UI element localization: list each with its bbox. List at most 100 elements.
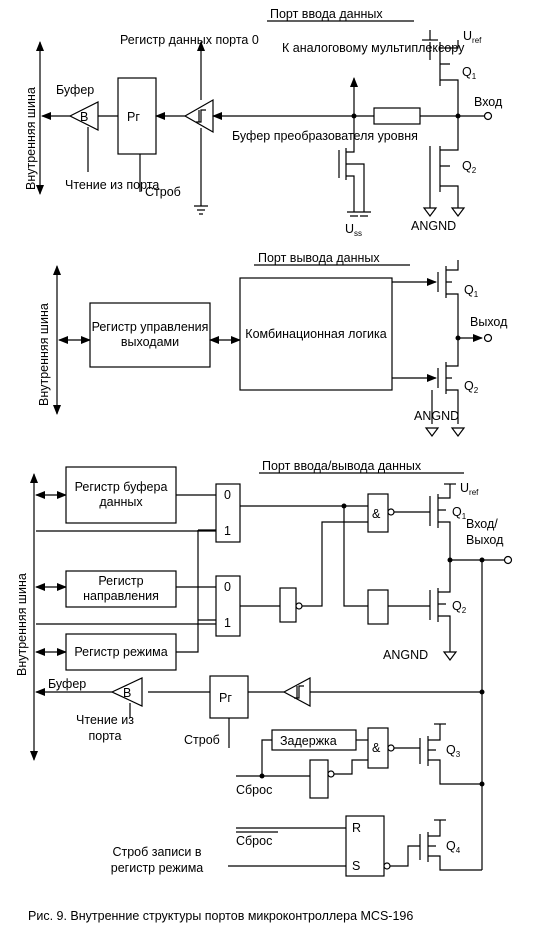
mux-bottom-box [215,575,241,637]
input-port-title: Порт ввода данных [270,7,383,21]
reset-to-delay-wire [261,739,272,776]
io-buffer-label: Буфер [48,677,86,691]
buffer-label: Буфер [56,83,94,97]
inverter-bubble [387,508,395,516]
ground-triangle-icon-2 [450,427,466,437]
inverter-to-and-wire [334,759,368,775]
uss-transistor [338,146,365,212]
direction-fo: Регистр направления [83,574,159,603]
angnd-label: ANGND [411,219,456,233]
buffer-mark: B [80,110,88,124]
q2-label: Q2 [462,159,477,175]
output-port-section: Порт вывода данных Внутренняя шина Регис… [37,251,508,437]
direction-register-label: Регистр направления [83,574,159,603]
latch-to-q4-wire [390,845,420,867]
control-register-fo: Регистр управления выходами [92,320,209,349]
register-mark: Рг [127,110,140,124]
io-register-mark: Рг [219,691,232,705]
latch-r: R [352,821,361,835]
io-strobe-label: Строб [184,733,220,747]
ground-triangle-icon [422,207,438,217]
and-mark-q3: & [372,741,381,755]
uref-label: Uref [460,481,479,497]
latch-s: S [352,859,360,873]
angnd-label: ANGND [414,409,459,423]
internal-bus-label: Внутренняя шина [24,87,38,190]
inverter-bubble [295,602,303,610]
junction-dot [479,781,485,787]
mode-strobe-label: Строб записи в регистр режима [110,845,204,875]
logic-label: Комбинационная логика [245,327,387,341]
input-port-section: Порт ввода данных Внутренняя шина B Буфе… [24,7,503,238]
reset-bar-label: Сброс [236,834,272,848]
mode-register-label: Регистр режима [74,644,168,659]
output-pin-label: Выход [470,315,508,329]
inverter-box [279,587,297,623]
mode-select-wire [176,529,216,653]
data-buffer-register-label: Регистр буфера данных [74,480,168,509]
q1-transistor [429,484,451,560]
read-label: Чтение из порта [65,178,159,192]
register-label-line: Регистр данных порта 0 [120,33,259,47]
strobe-label: Строб [145,185,181,199]
data-buffer-fo: Регистр буфера данных [74,480,168,509]
q1-transistor [429,40,459,116]
read-fo: Чтение из порта [76,713,134,743]
data-register-box [117,77,157,155]
mux-top-0: 0 [224,488,231,502]
q2-label: Q2 [464,379,479,395]
analog-mux-label: К аналоговому мультиплексору [282,41,465,55]
io-pin-fo: Вход/ Выход [466,517,503,547]
level-buffer-label: Буфер преобразователя уровня [232,129,418,143]
reset-label: Сброс [236,783,272,797]
inverter-bubble [327,770,335,778]
figure-caption: Рис. 9. Внутренние структуры портов микр… [28,909,413,923]
q2-transistor [429,116,459,208]
ground-triangle-icon [442,651,458,661]
delay-label: Задержка [280,734,337,748]
q2-label: Q2 [452,599,467,615]
junction-dot [259,773,265,779]
q1-transistor [437,260,459,338]
uss-ground-icon [347,211,371,217]
uss-label: Uss [345,222,362,238]
input-pin-icon [483,111,493,121]
io-port-title: Порт ввода/вывода данных [262,459,422,473]
junction-dot [479,689,485,695]
input-resistor [373,107,421,125]
mux-bottom-0: 0 [224,580,231,594]
inverter-to-and-wire [302,521,368,607]
mux-top-1: 1 [224,524,231,538]
input-pin-label: Вход [474,95,503,109]
direction-register-box [65,570,177,608]
mux-top-box [215,483,241,543]
io-buffer-mark: B [123,686,131,700]
q1-label: Q1 [462,65,477,81]
ground-icon [194,205,208,215]
junction-dot [341,503,347,509]
and-mark: & [372,507,381,521]
q1-label: Q1 [464,283,479,299]
q2-transistor [429,560,451,652]
output-port-title: Порт вывода данных [258,251,380,265]
gate-lower [367,589,389,625]
uref-label: Uref [463,29,482,45]
schmitt-symbol [196,109,206,123]
angnd-label: ANGND [383,648,428,662]
reset-inverter-box [309,759,329,799]
ground-triangle-icon-2 [450,207,466,217]
rs-latch-box [345,815,385,877]
internal-bus-label: Внутренняя шина [15,573,29,676]
internal-bus-label: Внутренняя шина [37,303,51,406]
to-lower-gate-wire [343,506,368,607]
io-read-label: Чтение из порта [76,713,134,743]
combinational-logic-box [239,277,393,391]
mux-bottom-1: 1 [224,616,231,630]
mode-strobe-fo: Строб записи в регистр режима [110,845,204,875]
data-buffer-register-box [65,466,177,524]
inverter-bubble [383,862,391,870]
q4-transistor [419,820,482,871]
q2-transistor [437,338,459,424]
output-pin-icon [483,333,493,343]
